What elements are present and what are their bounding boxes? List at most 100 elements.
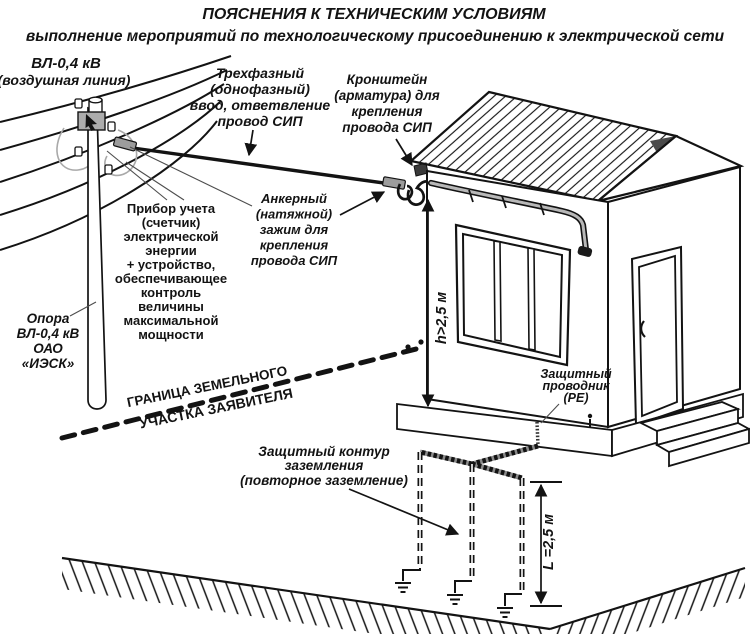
arrow-bracket [395,138,413,167]
arrow-service-input [244,129,258,157]
label-bracket: Кронштейн (арматура) для крепления прово… [334,72,439,135]
svg-text:ВЛ-0,4 кВ: ВЛ-0,4 кВ [17,326,80,341]
svg-text:провод СИП: провод СИП [217,113,303,129]
ground-surface [61,556,746,634]
svg-text:+ устройство,: + устройство, [127,257,216,272]
svg-text:провода СИП: провода СИП [342,120,432,135]
insulator-icon [74,98,83,109]
leader-anchor-left [129,146,253,207]
svg-text:величины: величины [138,299,204,314]
svg-text:Анкерный: Анкерный [260,191,327,206]
rod-length-dimension: L =2,5 м [530,481,562,607]
cable-hook-loop [396,180,430,206]
pe-dotted-drop [535,421,540,447]
svg-text:крепления: крепления [260,238,329,253]
svg-text:проводник: проводник [542,379,610,393]
roof-gable [597,134,745,203]
label-pole: Опора ВЛ-0,4 кВ ОАО «ИЭСК» [17,311,80,371]
svg-text:Прибор учета: Прибор учета [127,201,216,216]
svg-text:энергии: энергии [145,243,197,258]
svg-text:Защитный контур: Защитный контур [258,444,389,459]
svg-text:Кронштейн: Кронштейн [347,72,428,87]
ground-rod [395,452,423,593]
conduit-clamp-tick [539,202,545,216]
ground-line-right [549,566,746,631]
svg-text:контроль: контроль [141,285,201,300]
boundary-dot [405,344,411,350]
svg-text:ввод, ответвление: ввод, ответвление [190,97,331,113]
wire-4 [0,100,222,216]
conduit-fill [429,181,588,252]
window-inner-frame [461,232,564,359]
svg-text:зажим для: зажим для [260,222,329,237]
ground-rod [497,478,525,618]
leader-pe [540,403,560,424]
earth-symbol-icon [447,594,463,605]
svg-text:(однофазный): (однофазный) [210,81,310,97]
boundary-dot [418,339,424,345]
height-value: h>2,5 м [434,292,450,345]
facade-conduit [427,179,593,257]
door-handle [640,320,646,338]
grounding-system: L =2,5 м [395,413,593,618]
arrow-ground-contour [348,488,460,536]
ground-hatch-left [62,558,550,634]
svg-text:Защитный: Защитный [540,367,612,381]
earth-symbol-icon [497,607,513,618]
svg-text:максимальной: максимальной [124,313,219,328]
svg-text:обеспечивающее: обеспечивающее [115,271,227,286]
window-mullion [527,247,536,351]
svg-text:(PE): (PE) [564,391,589,405]
power-pole [56,96,138,410]
ground-rod [447,464,475,605]
svg-text:ОАО: ОАО [33,341,63,356]
ground-rods [395,452,525,618]
door [630,245,685,427]
leader-meter-2 [125,161,185,201]
wire-2 [0,69,228,151]
label-service-input: Трехфазный (однофазный) ввод, ответвлени… [190,65,331,129]
svg-text:(повторное заземление): (повторное заземление) [240,473,408,488]
sip-cable-span [112,136,430,206]
anchor-clamp-house [382,176,406,190]
svg-text:«ИЭСК»: «ИЭСК» [22,356,75,371]
step-front [668,427,750,468]
insulator-icon [107,121,116,132]
rod-length-value: L =2,5 м [541,514,557,570]
svg-text:электрической: электрической [123,229,218,244]
foundation [396,392,750,468]
labels: ПОЯСНЕНИЯ К ТЕХНИЧЕСКИМ УСЛОВИЯМ выполне… [0,6,725,488]
sip-cable [132,146,392,186]
page-subtitle: выполнение мероприятий по технологическо… [26,28,725,45]
label-pe-conductor: Защитный проводник (PE) [540,367,612,405]
ground-line-left [61,556,551,631]
window-mullion [493,240,502,342]
leader-meter-1 [106,150,168,201]
svg-text:мощности: мощности [138,327,204,342]
svg-text:заземления: заземления [285,458,364,473]
svg-text:крепления: крепления [352,104,423,119]
house [396,90,750,468]
svg-text:провода СИП: провода СИП [251,253,338,268]
site-boundary [59,339,427,441]
label-arrows [244,129,460,536]
wire-5 [0,120,218,251]
insulators [74,98,116,175]
pe-stub-dot [587,413,593,419]
arrow-anchor-right [339,191,386,216]
svg-text:Опора: Опора [27,311,70,326]
conduit-clamp-tick [501,195,507,209]
pole-body [87,106,107,410]
svg-text:(счетчик): (счетчик) [142,215,201,230]
meter-box-arrow [85,114,97,131]
conduit-end-cap [577,246,593,257]
svg-text:(воздушная линия): (воздушная линия) [0,72,131,88]
label-ground-contour: Защитный контур заземления (повторное за… [240,444,408,488]
svg-text:(натяжной): (натяжной) [256,207,332,222]
boundary-dashed-line [59,344,427,441]
earth-symbol-icon [395,582,411,593]
insulator-icon [104,164,113,175]
svg-text:ВЛ-0,4 кВ: ВЛ-0,4 кВ [31,55,101,72]
height-dimension: h>2,5 м [421,198,450,408]
